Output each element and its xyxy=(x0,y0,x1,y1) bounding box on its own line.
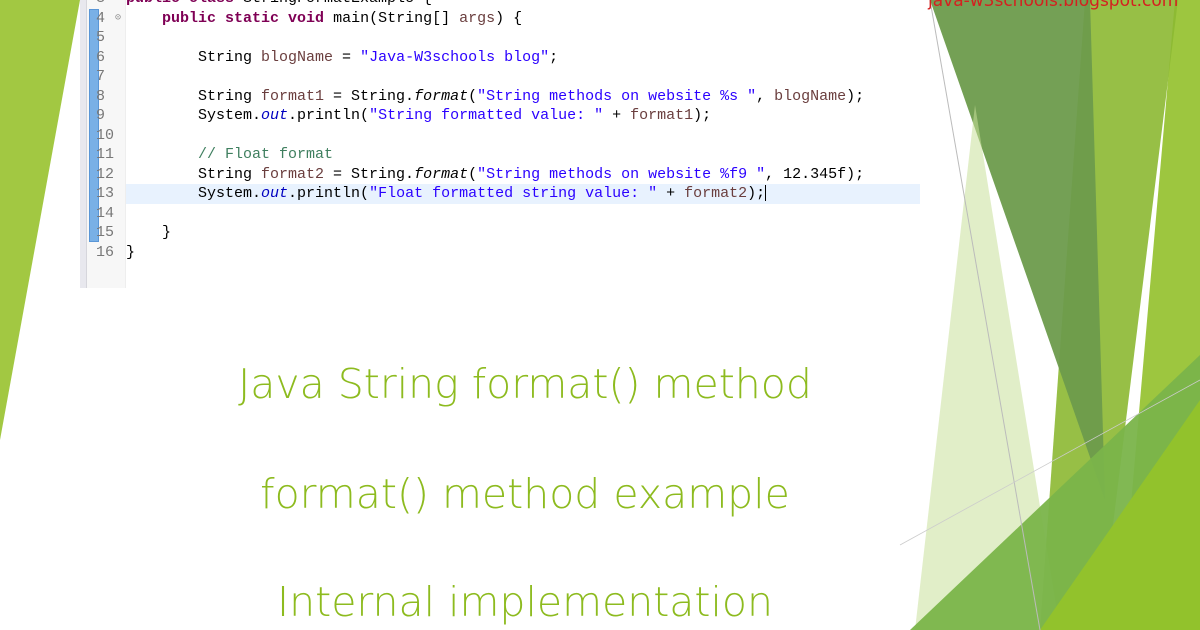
code-token-plain: ); xyxy=(846,87,865,105)
code-token-str: "Float formatted string value: " xyxy=(369,185,658,202)
code-token-kw: class xyxy=(189,0,243,7)
code-token-var: format2 xyxy=(684,185,748,202)
code-text: String format1 = String.format("String m… xyxy=(126,87,864,107)
code-text: String blogName = "Java-W3schools blog"; xyxy=(126,48,558,68)
code-token-plain: ( xyxy=(468,165,478,183)
line-number: 12 xyxy=(96,165,115,183)
code-token-plain: ); xyxy=(747,185,766,202)
code-token-plain: System. xyxy=(126,107,262,124)
code-token-plain: = String. xyxy=(324,87,415,105)
code-token-plain: ) { xyxy=(495,9,523,27)
code-token-plain: ( xyxy=(468,87,478,105)
code-token-var: format1 xyxy=(261,87,325,105)
code-text: } xyxy=(126,223,171,243)
code-token-plain: System. xyxy=(126,185,262,202)
code-token-plain xyxy=(126,10,162,27)
bright-green-triangle xyxy=(1040,400,1200,630)
code-token-plain: } xyxy=(126,243,136,261)
code-text: // Float format xyxy=(126,145,333,165)
code-token-plain: = xyxy=(333,48,361,66)
code-token-kw: public xyxy=(126,0,189,7)
text-cursor xyxy=(765,185,767,202)
code-token-plain: = String. xyxy=(324,165,415,183)
code-token-var: args xyxy=(459,9,496,27)
code-token-plain: ); xyxy=(693,107,712,124)
code-text: } xyxy=(126,243,135,263)
code-text: System.out.println("Float formatted stri… xyxy=(126,184,920,204)
line-number: 14 xyxy=(96,204,115,222)
code-token-var: format1 xyxy=(630,107,694,124)
code-token-plain: + xyxy=(603,107,631,124)
light-green-wedge xyxy=(915,105,1060,630)
fold-collapse-icon[interactable]: ⊝ xyxy=(115,12,122,24)
line-number: 10 xyxy=(96,126,115,144)
line-number: 6 xyxy=(96,48,106,66)
code-text: System.out.println("String formatted val… xyxy=(126,106,711,126)
line-number: 15 xyxy=(96,224,115,241)
change-marker-bar xyxy=(89,9,99,242)
code-token-kw: public xyxy=(162,9,226,27)
code-text: public static void main(String[] args) { xyxy=(126,9,522,29)
code-token-plain: , xyxy=(756,87,775,105)
line-number: 7 xyxy=(96,68,106,85)
code-token-var: format2 xyxy=(261,165,325,183)
line-number: 4 xyxy=(96,9,106,27)
slide-subtitle-example: format() method example xyxy=(260,470,790,518)
line-number: 5 xyxy=(96,29,106,46)
code-token-str: "String methods on website %s " xyxy=(477,87,757,105)
code-token-var: blogName xyxy=(774,87,847,105)
blog-url-watermark: java-w3schools.blogspot.com xyxy=(928,0,1179,11)
code-token-fld: out xyxy=(261,185,289,202)
code-token-var: blogName xyxy=(261,48,334,66)
code-token-str: "String formatted value: " xyxy=(369,107,604,124)
code-token-plain: String xyxy=(126,165,262,183)
line-number: 8 xyxy=(96,87,106,105)
code-token-cmt: // Float format xyxy=(126,146,334,163)
line-number: 3 xyxy=(96,0,122,9)
code-editor[interactable]: 3 public class StringFormatExample { 4 ⊝ pu… xyxy=(80,0,920,288)
line-number: 9 xyxy=(96,107,106,124)
code-token-kw: static xyxy=(225,9,289,27)
left-green-wedge xyxy=(0,0,80,440)
code-token-plain: + xyxy=(657,185,685,202)
code-token-plain: String xyxy=(126,87,262,105)
slide-subtitle-implementation: Internal implementation xyxy=(277,578,773,626)
line-number: 16 xyxy=(96,243,115,261)
code-token-plain: StringFormatExample { xyxy=(243,0,432,7)
slide-title: Java String format() method xyxy=(238,360,812,408)
code-token-plain: , 12.345f); xyxy=(765,165,865,183)
thin-line xyxy=(899,379,1200,546)
line-number: 13 xyxy=(96,185,115,202)
code-token-str: "String methods on website %f9 " xyxy=(477,165,766,183)
code-text: public class StringFormatExample { xyxy=(126,0,432,9)
code-token-it: format xyxy=(414,87,469,105)
code-token-plain: ; xyxy=(549,48,559,66)
code-token-kw: void xyxy=(288,9,334,27)
code-text: String format2 = String.format("String m… xyxy=(126,165,864,185)
code-token-plain: .println( xyxy=(288,107,370,124)
code-token-plain: String xyxy=(126,48,262,66)
editor-left-ruler xyxy=(80,0,87,288)
code-token-plain: } xyxy=(126,224,172,241)
thin-line xyxy=(929,0,1041,630)
code-token-plain: main(String[] xyxy=(333,9,460,27)
code-token-it: format xyxy=(414,165,469,183)
code-token-plain: .println( xyxy=(288,185,370,202)
code-token-fld: out xyxy=(261,107,289,124)
line-number: 11 xyxy=(96,146,115,163)
code-token-str: "Java-W3schools blog" xyxy=(360,48,550,66)
